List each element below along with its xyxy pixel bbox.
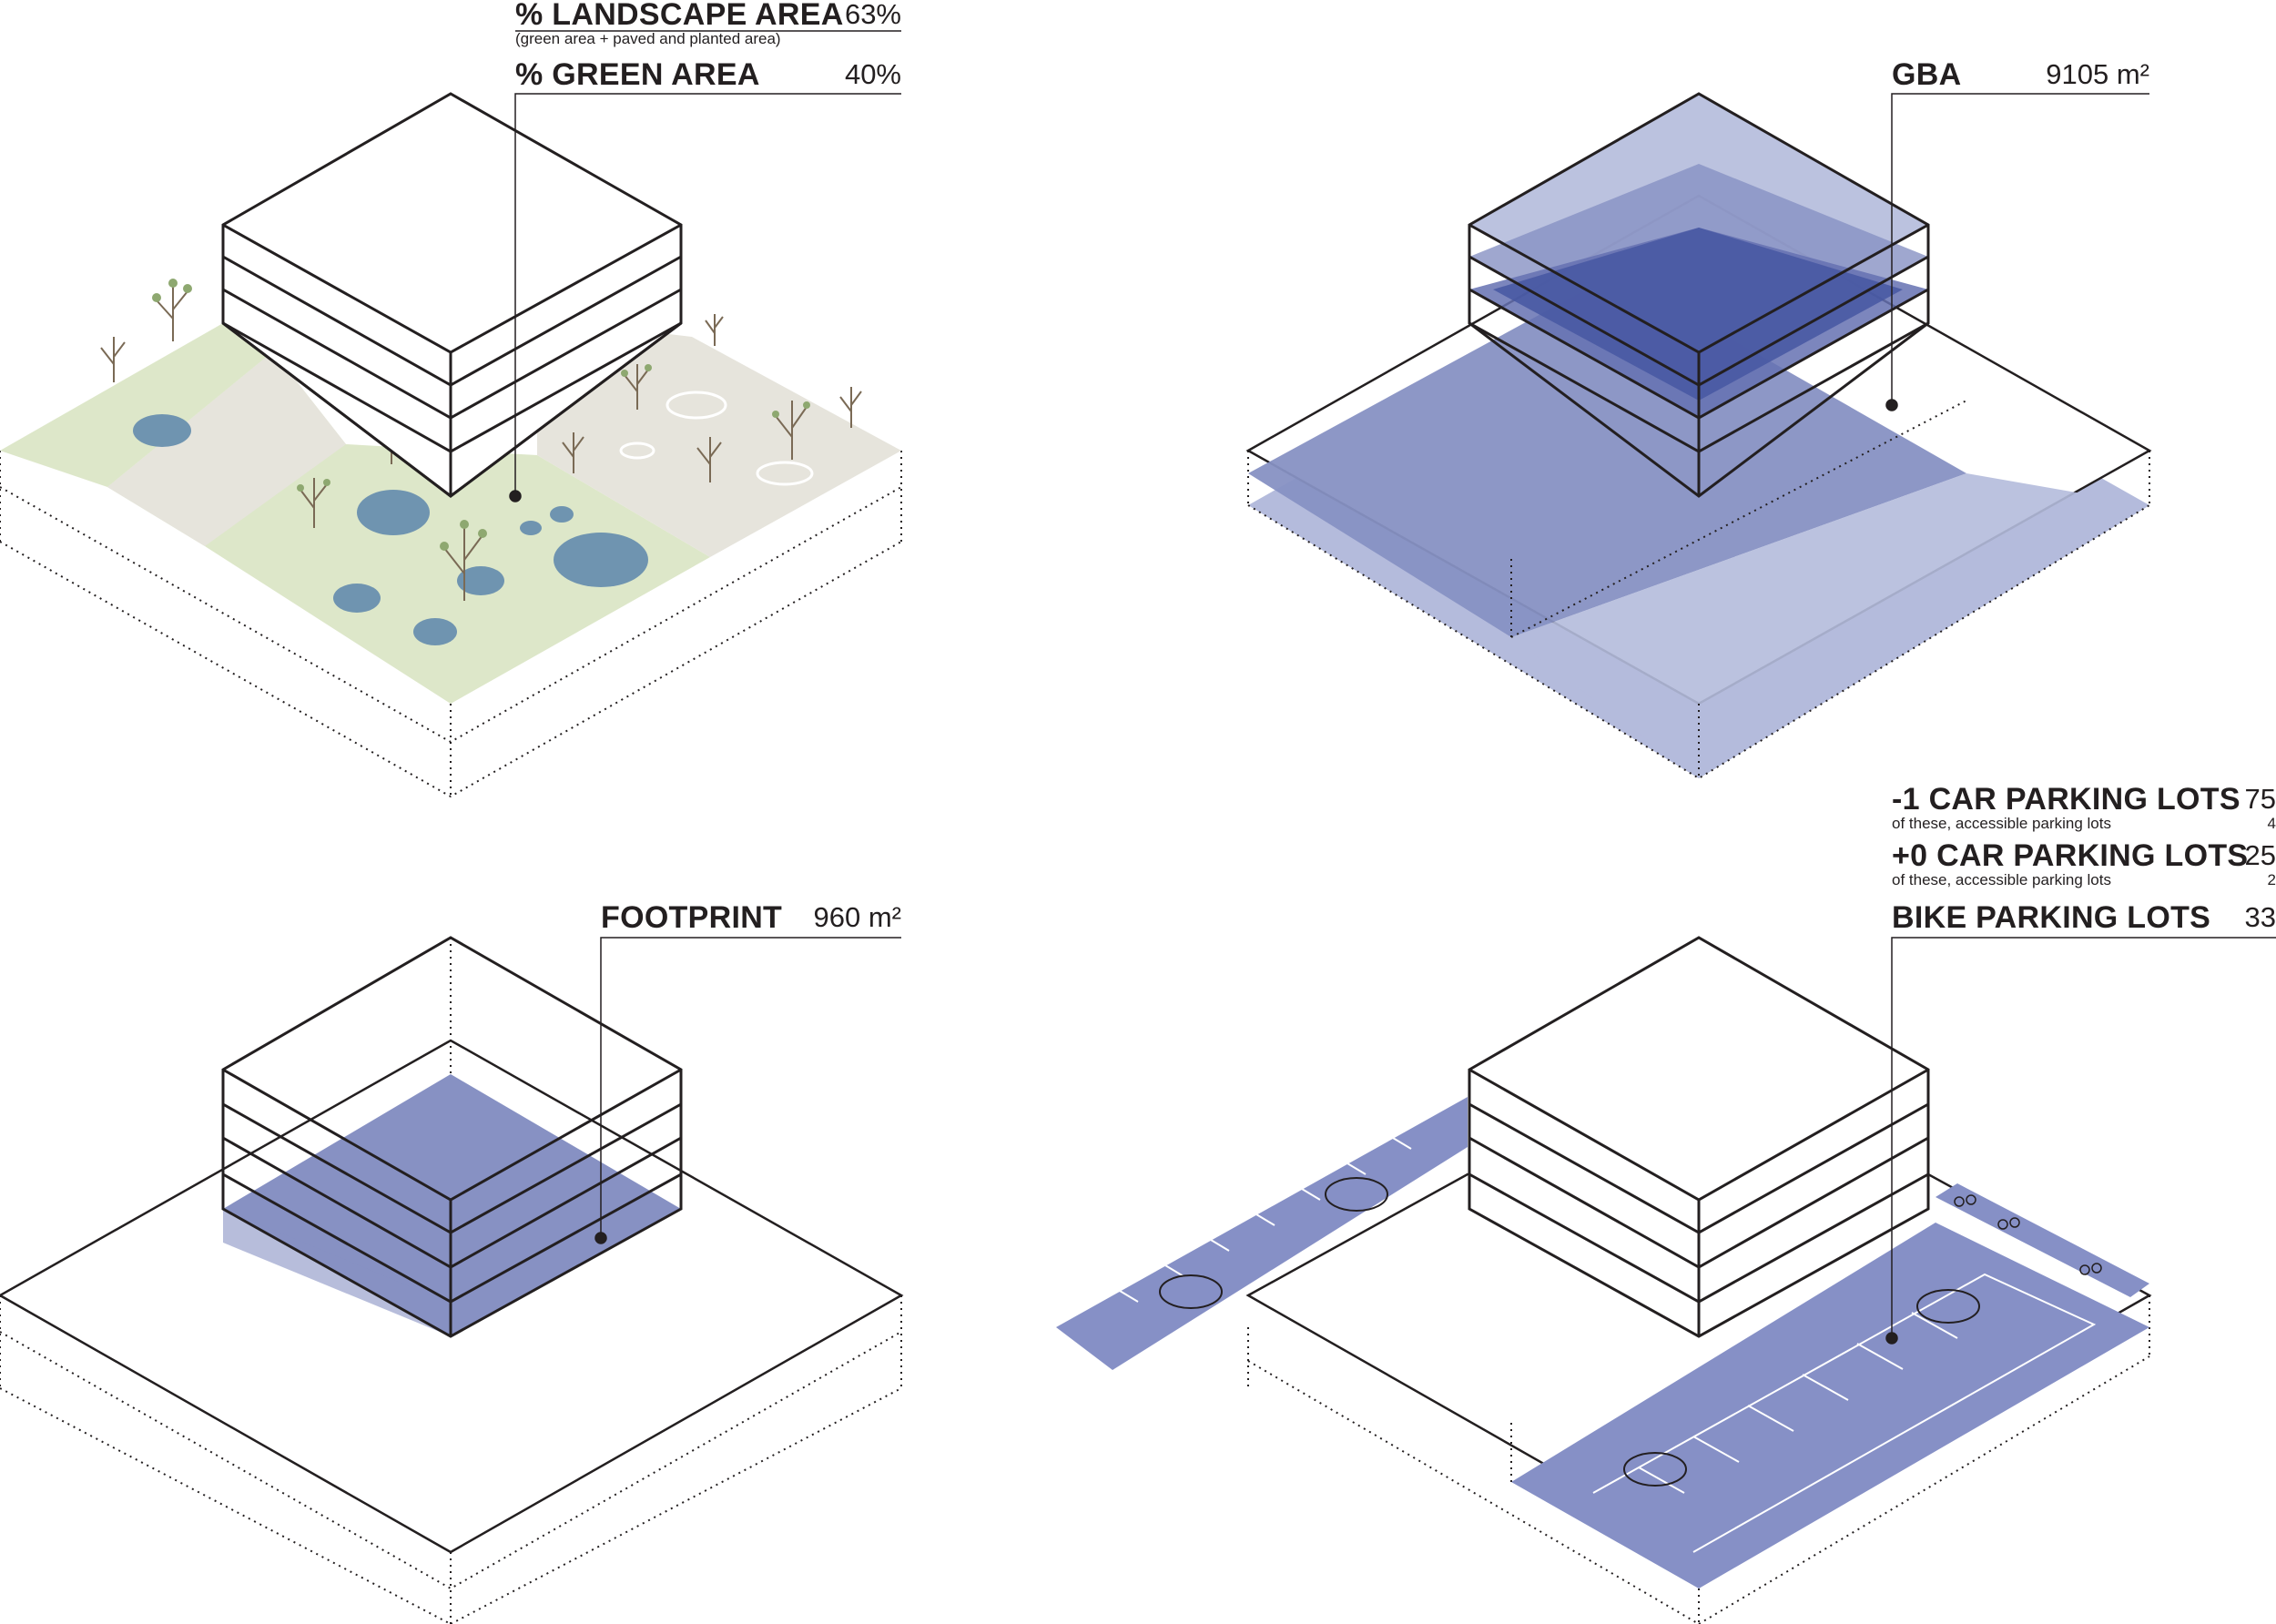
car-icon [1159, 1177, 1980, 1487]
car-parking-minus1-sublabel: of these, accessible parking lots [1892, 815, 2111, 832]
ramp-parking [1056, 1097, 1468, 1370]
gba-label: GBA [1892, 57, 1962, 92]
gba-building-outline [1468, 92, 1930, 498]
bike-parking-label: BIKE PARKING LOTS [1892, 900, 2211, 935]
paved-area [107, 351, 346, 546]
bike-parking [1936, 1183, 2149, 1297]
parking-leader [1885, 937, 2276, 1345]
footprint-label: FOOTPRINT [601, 900, 783, 935]
car-parking-minus1-label: -1 CAR PARKING LOTS [1892, 782, 2240, 817]
gba-leader [1885, 93, 2149, 411]
landscape-leader [509, 30, 901, 502]
landscape-area-value: 63% [844, 0, 901, 30]
paved-planted-area [537, 319, 901, 557]
car-parking-plus0-value: 25 [2244, 839, 2276, 871]
footprint-building [221, 936, 683, 1338]
car-parking-minus1-value: 75 [2244, 783, 2276, 815]
footprint-site [0, 1039, 904, 1554]
landscape-panel [0, 30, 902, 798]
green-area-label: % GREEN AREA [515, 57, 760, 92]
car-parking-minus1-subvalue: 4 [2267, 815, 2276, 832]
ramp-stall-lines [1119, 1137, 1412, 1303]
car-parking-plus0-sublabel: of these, accessible parking lots [1892, 871, 2111, 888]
surface-parking [1511, 1223, 2149, 1588]
parking-building [1468, 936, 1930, 1338]
parking-panel [1056, 936, 2276, 1624]
site-base [0, 451, 902, 798]
gba-base-lines [1247, 400, 2150, 780]
footprint-panel [0, 936, 904, 1624]
building [221, 92, 683, 498]
water-ponds [133, 414, 648, 645]
green-area-value: 40% [844, 58, 901, 90]
benches [619, 391, 814, 486]
surface-stall-lines [1592, 1273, 2097, 1553]
bike-icon [1954, 1194, 2102, 1275]
gba-value: 9105 m² [2046, 58, 2149, 90]
footprint-leader [594, 937, 901, 1244]
landscape-area-label: % LANDSCAPE AREA [515, 0, 844, 32]
site-base [1247, 1295, 2150, 1624]
gba-basement [1248, 273, 1966, 637]
gba-basement-light [1511, 473, 2149, 778]
gba-panel [1245, 92, 2152, 780]
car-parking-plus0-subvalue: 2 [2267, 871, 2276, 888]
bike-parking-value: 33 [2244, 901, 2276, 933]
footprint-value: 960 m² [813, 901, 901, 933]
car-parking-plus0-label: +0 CAR PARKING LOTS [1892, 838, 2249, 873]
green-area [0, 323, 273, 487]
landscape-area-sublabel: (green area + paved and planted area) [515, 30, 781, 47]
